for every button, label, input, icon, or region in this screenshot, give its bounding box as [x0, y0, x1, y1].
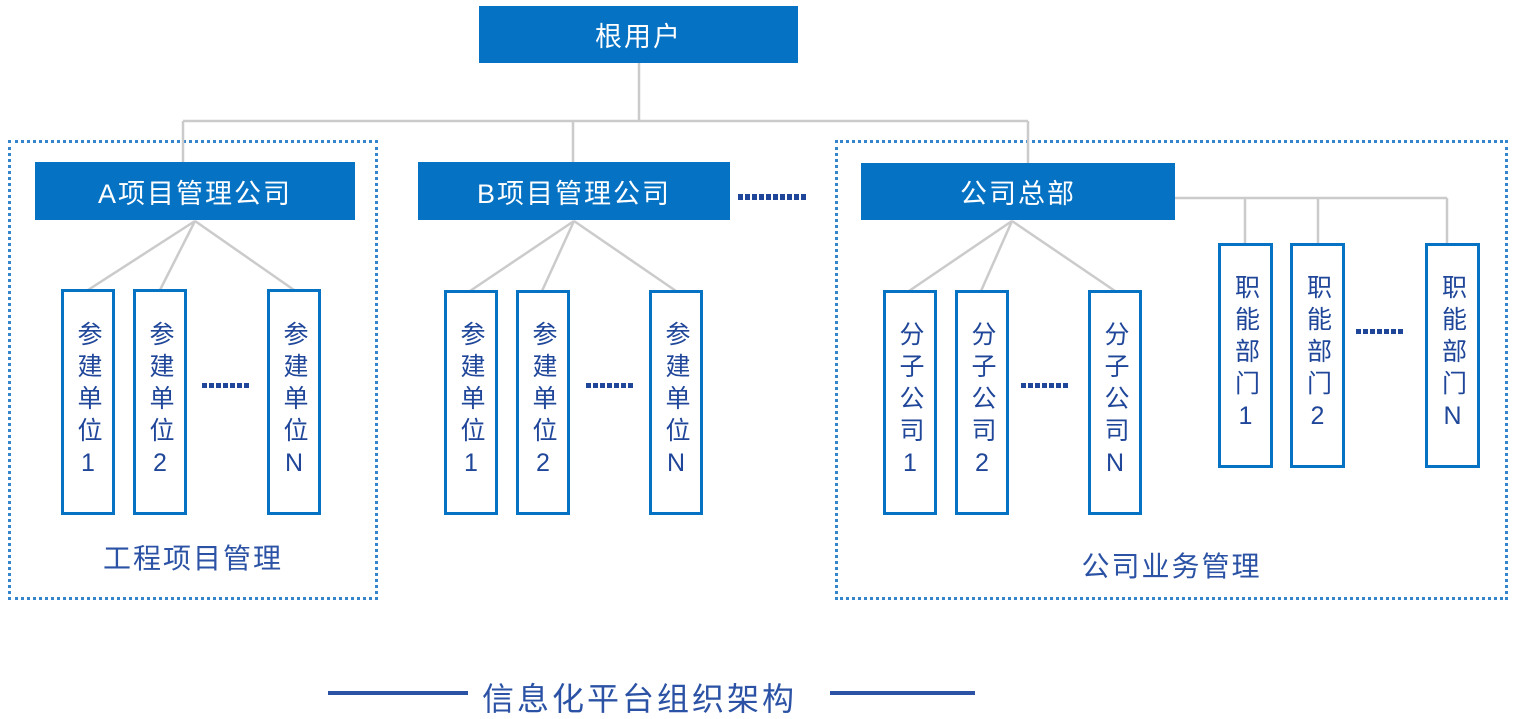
connector-b-fan-n: [573, 219, 677, 293]
node-root-user: 根用户: [479, 6, 798, 63]
ellipsis-dots-subsidiaries: [1021, 383, 1068, 388]
company-business-group-frame: [835, 140, 1508, 600]
node-b-unit-1: 参建单位1: [444, 290, 498, 515]
connector-hq-fan-n: [1011, 219, 1116, 293]
node-department-2: 职能部门2: [1290, 243, 1345, 468]
node-subsidiary-1: 分子公司1: [883, 290, 937, 515]
footer-line-right: [830, 691, 975, 695]
node-subsidiary-2: 分子公司2: [955, 290, 1009, 515]
node-subsidiary-n: 分子公司N: [1088, 290, 1142, 515]
ellipsis-dots-b-units: [586, 383, 633, 388]
node-a-unit-2: 参建单位2: [133, 289, 187, 515]
node-company-b: B项目管理公司: [418, 162, 730, 220]
node-b-unit-n: 参建单位N: [649, 290, 703, 515]
project-management-group-frame: [8, 140, 378, 600]
ellipsis-dots-more-companies: [738, 194, 806, 200]
connector-hq-fan-2: [979, 220, 1014, 292]
node-a-unit-n: 参建单位N: [267, 289, 321, 515]
footer-title: 信息化平台组织架构: [482, 681, 798, 717]
ellipsis-dots-departments: [1356, 329, 1403, 334]
node-company-a: A项目管理公司: [35, 162, 355, 220]
node-a-unit-1: 参建单位1: [61, 289, 115, 515]
connector-b-fan-1: [469, 219, 575, 293]
caption-company-business: 公司业务管理: [1081, 551, 1262, 582]
node-department-n: 职能部门N: [1425, 243, 1480, 468]
connector-a-fan-1: [87, 219, 196, 292]
node-headquarters: 公司总部: [861, 163, 1175, 220]
connector-a-fan-n: [194, 219, 295, 292]
connector-b-fan-2: [540, 220, 576, 292]
ellipsis-dots-a-units: [202, 383, 249, 388]
footer-line-left: [328, 691, 468, 695]
node-department-1: 职能部门1: [1218, 243, 1273, 468]
connector-hq-fan-1: [908, 219, 1013, 293]
caption-project-management: 工程项目管理: [102, 543, 283, 574]
connector-a-fan-2: [158, 220, 197, 291]
node-b-unit-2: 参建单位2: [516, 290, 570, 515]
